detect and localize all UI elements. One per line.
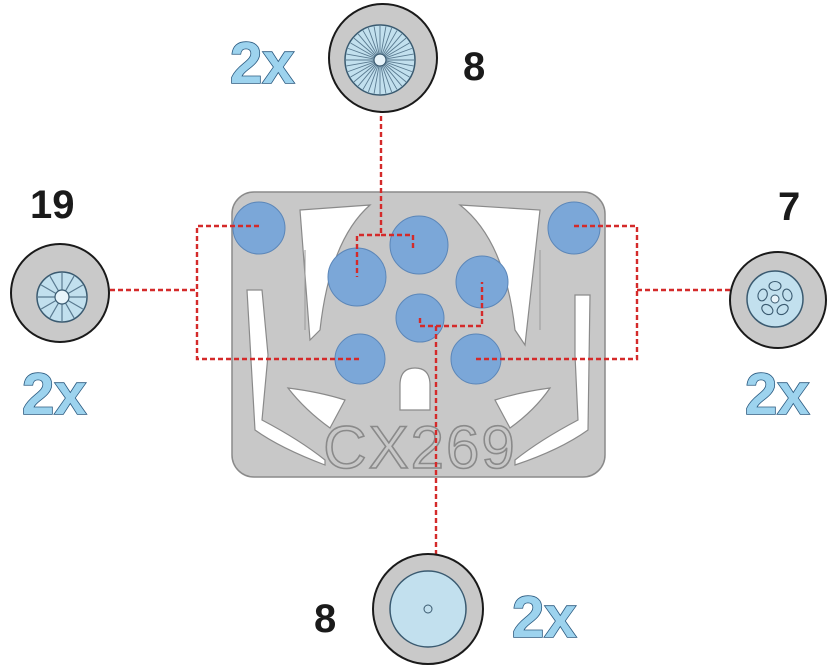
sheet-engraving <box>304 250 541 330</box>
wheel-spoke <box>362 64 378 90</box>
mask-circle <box>547 201 601 255</box>
wheel-spoke <box>367 65 379 93</box>
wheel-hole <box>757 288 768 302</box>
wheel-hole <box>761 303 774 316</box>
wheel-spoke <box>353 63 376 83</box>
wheel-spoke <box>385 47 413 59</box>
sheet-cutout <box>286 387 346 429</box>
wheel-spoke <box>347 47 375 59</box>
wheel-spoke <box>385 53 414 60</box>
callout-top: 2x 8 <box>229 3 485 113</box>
callout-bottom: 8 2x <box>314 553 577 665</box>
wheel-spoke <box>373 65 380 94</box>
sheet-cutout <box>494 387 552 429</box>
wheel-spoke <box>40 299 57 310</box>
callout-right: 7 2x <box>729 185 827 428</box>
sheet-code-label: CX269 <box>323 414 516 481</box>
wheel-spoke <box>49 302 60 319</box>
mask-sheet: CX269 <box>231 191 606 482</box>
sheet-cutout <box>399 367 431 411</box>
wheel-spoke <box>373 26 380 55</box>
wheel-spoke <box>383 64 403 87</box>
wheel-spoke <box>346 53 375 60</box>
wheel-spoke <box>367 27 379 55</box>
spoked-wheel-icon <box>344 24 416 96</box>
plain-wheel-icon <box>389 570 467 648</box>
multiplier-label: 2x <box>22 362 87 427</box>
mask-circle <box>232 201 286 255</box>
spoked-wheel-icon <box>36 271 88 323</box>
wheel-spoke <box>384 42 410 58</box>
leader-bottom-branch <box>418 282 484 328</box>
wheel-spoke <box>381 27 393 55</box>
wheel-spoke <box>382 30 398 56</box>
wheel-spoke <box>49 275 60 292</box>
multiplier-label: 2x <box>745 362 810 427</box>
wheel-spoke <box>40 284 57 295</box>
wheel-hole <box>782 288 793 302</box>
wheel-spoke <box>384 62 410 78</box>
wheel-spoke <box>67 284 84 295</box>
wheel-spoke <box>380 26 387 55</box>
wheel-spoke <box>350 42 376 58</box>
sheet-cutout <box>246 289 326 466</box>
wheel-spoke <box>353 37 376 57</box>
wheel-spoke <box>357 33 377 56</box>
part-number-label: 8 <box>463 45 485 89</box>
wheel-spoke <box>67 299 84 310</box>
wheel-spoke <box>380 65 387 94</box>
wheel-spoke <box>381 65 393 93</box>
wheel-spoke <box>362 30 378 56</box>
wheel-spoke <box>347 61 375 73</box>
wheel-spoke <box>346 60 375 67</box>
multiplier-label: 2x <box>512 585 577 650</box>
wheel-spoke <box>64 275 75 292</box>
wheel-spoke <box>385 61 413 73</box>
mask-circle <box>389 215 449 275</box>
wheel-spoke <box>382 64 398 90</box>
leader-top <box>355 60 383 277</box>
multiplier-label: 2x <box>230 31 295 96</box>
wheel-hole <box>768 280 782 292</box>
wheel-spoke <box>384 37 407 57</box>
sheet-cutout <box>514 294 591 466</box>
part-number-label: 19 <box>30 183 75 227</box>
wheel-spoke <box>385 60 414 67</box>
wheel-spoke <box>357 64 377 87</box>
wheel-spoke <box>384 63 407 83</box>
callout-left: 19 2x <box>10 183 110 428</box>
part-number-label: 8 <box>314 597 336 641</box>
part-number-label: 7 <box>778 185 800 229</box>
wheel-spoke <box>383 33 403 56</box>
leader-left-bracket <box>195 224 360 361</box>
five-hole-wheel-icon <box>746 270 804 328</box>
wheel-hole <box>776 303 789 316</box>
leader-top-branch <box>381 233 415 250</box>
wheel-spoke <box>64 302 75 319</box>
wheel-spoke <box>350 62 376 78</box>
leader-right-bracket <box>476 224 639 361</box>
